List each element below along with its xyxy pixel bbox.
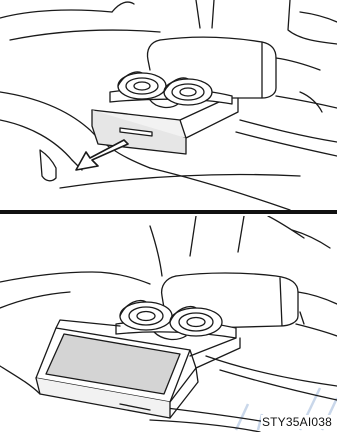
- panel-divider: [0, 210, 337, 214]
- seat-leg: [40, 150, 56, 181]
- seat-outline: [150, 226, 162, 276]
- illustration-tray-open: [0, 216, 337, 432]
- figure-code: STY35AI038: [261, 415, 333, 429]
- cup-holder-icon: [120, 301, 222, 340]
- armrest-drawing-bottom: [0, 216, 337, 432]
- illustration-tray-closed: [0, 0, 337, 210]
- tray-icon: [36, 320, 198, 418]
- cup-holder-icon: [118, 72, 212, 107]
- armrest-drawing-top: [0, 0, 337, 210]
- seat-outline: [0, 10, 112, 18]
